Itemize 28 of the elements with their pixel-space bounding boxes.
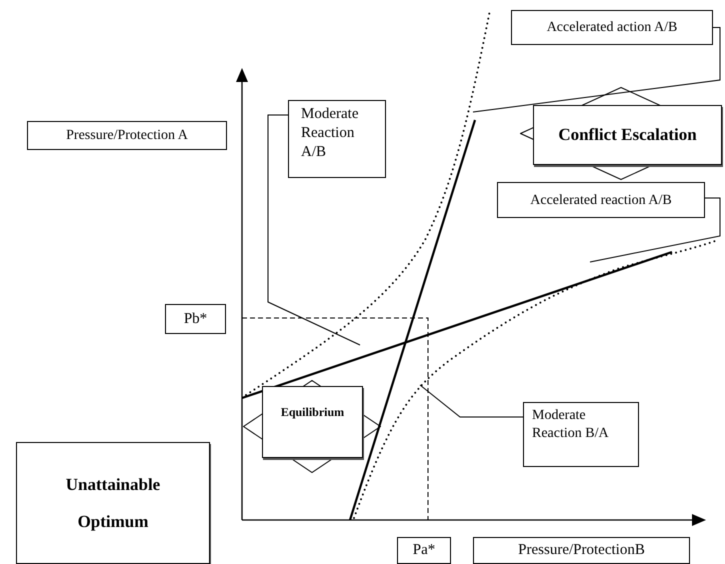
- leader-line: [590, 198, 720, 262]
- label-box: [511, 10, 713, 45]
- leader-line: [472, 27, 720, 112]
- box-label: Moderate Reaction B/A: [531, 407, 610, 444]
- leader-line: [268, 114, 360, 346]
- axis-label-box: [27, 121, 227, 150]
- axis-label-box: [473, 537, 690, 564]
- leader-line: [420, 384, 524, 418]
- box-label: Pressure/ProtectionB: [518, 541, 645, 560]
- box-label: Unattainable Optimum: [64, 474, 162, 533]
- box-label: Moderate Reaction A/B: [300, 105, 360, 162]
- value-box: [397, 537, 451, 564]
- label-box: [523, 402, 639, 467]
- label-box: [497, 182, 705, 218]
- state-box: [16, 442, 210, 564]
- box-label: Pa*: [412, 541, 436, 560]
- box-label: Accelerated reaction A/B: [530, 192, 672, 210]
- state-box: [262, 386, 363, 458]
- diamond-shape: [520, 87, 722, 180]
- box-label: Accelerated action A/B: [546, 19, 678, 37]
- diamond-shape: [243, 380, 381, 473]
- state-box: [533, 105, 722, 165]
- box-label: Equilibrium: [280, 404, 344, 421]
- box-label: Pressure/Protection A: [66, 127, 188, 145]
- label-box: [288, 100, 386, 178]
- box-label: Conflict Escalation: [558, 124, 697, 146]
- box-label: Pb*: [184, 310, 208, 329]
- value-box: [165, 304, 226, 334]
